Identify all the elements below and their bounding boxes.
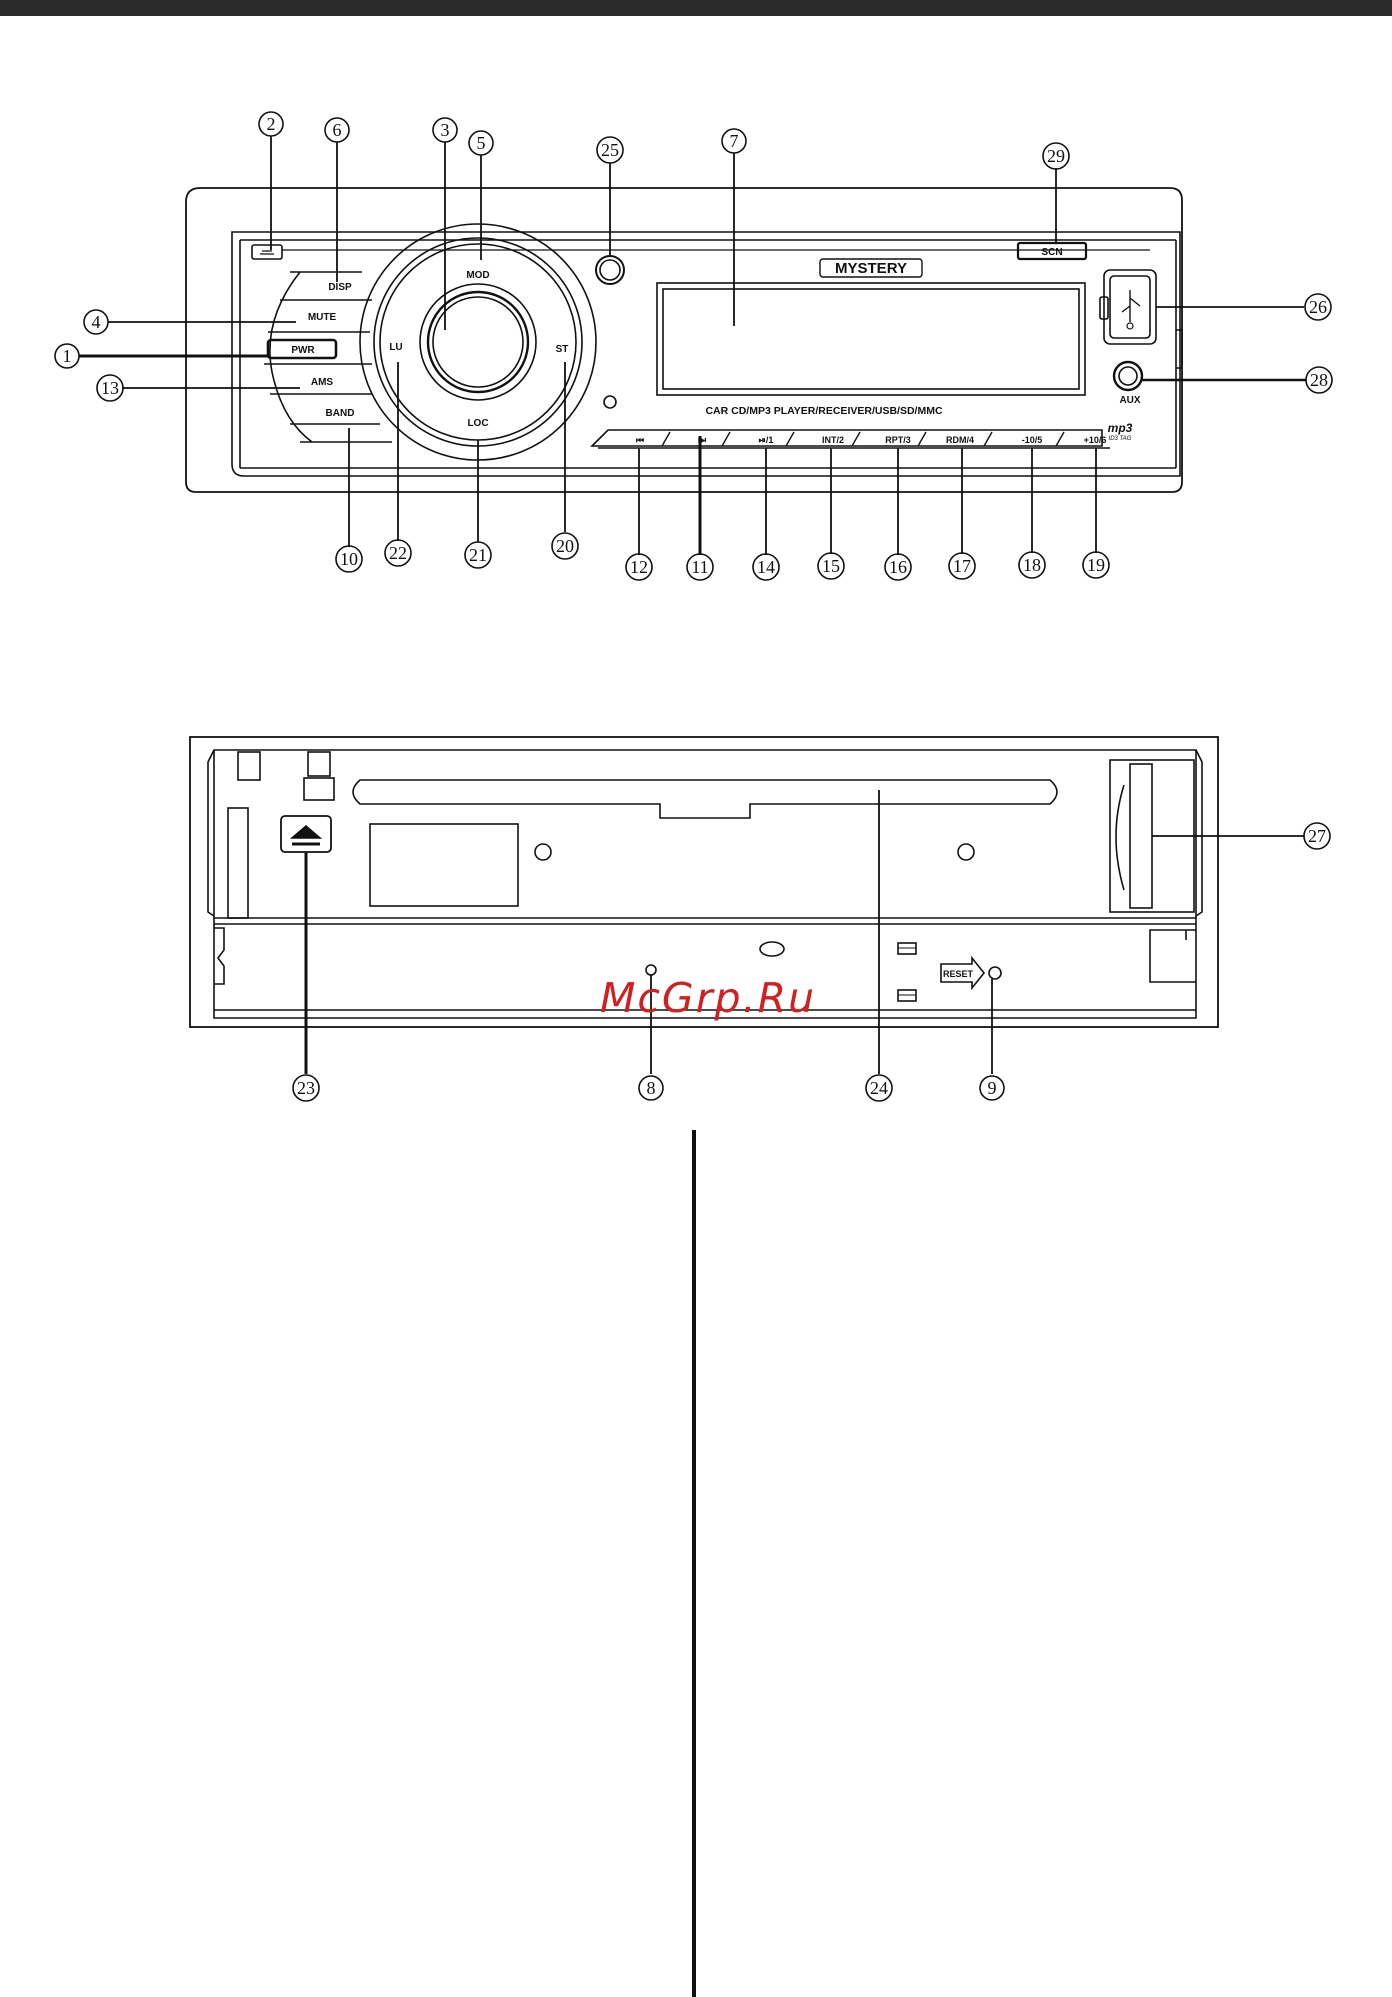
callout-18: 18: [1023, 555, 1041, 575]
prev-track-button[interactable]: ⏮: [636, 435, 644, 445]
callout-11: 11: [691, 557, 708, 577]
callout-17: 17: [953, 556, 971, 576]
callout-20: 20: [556, 536, 574, 556]
callout-3: 3: [441, 120, 450, 140]
reset-label: RESET: [943, 969, 974, 979]
callout-8: 8: [647, 1078, 656, 1098]
lcd-display: [657, 283, 1085, 395]
lu-label[interactable]: LU: [389, 342, 402, 353]
plus-10-button[interactable]: +10/6: [1084, 435, 1107, 445]
rpt-button[interactable]: RPT/3: [885, 435, 911, 445]
callout-7: 7: [730, 131, 739, 151]
callout-29: 29: [1047, 146, 1065, 166]
int-button[interactable]: INT/2: [822, 435, 844, 445]
callout-16: 16: [889, 557, 907, 577]
st-label[interactable]: ST: [556, 344, 569, 355]
callout-26: 26: [1309, 297, 1327, 317]
callout-15: 15: [822, 556, 840, 576]
reset-hole[interactable]: [989, 967, 1001, 979]
callout-24: 24: [870, 1078, 888, 1098]
cd-slot: [353, 780, 1057, 818]
callout-5: 5: [477, 133, 486, 153]
pwr-label[interactable]: PWR: [291, 345, 315, 356]
play-pause-button[interactable]: ⏯/1: [759, 435, 774, 445]
callout-23: 23: [297, 1078, 315, 1098]
column-divider: [692, 1130, 696, 1997]
band-label[interactable]: BAND: [326, 408, 355, 419]
brand-logo-text: MYSTERY: [835, 260, 907, 277]
callout-1: 1: [63, 346, 72, 366]
callout-circles: [55, 112, 1332, 1101]
id3-badge: ID3 TAG: [1109, 436, 1132, 442]
callout-28: 28: [1310, 370, 1328, 390]
callout-4: 4: [92, 312, 101, 332]
callout-10: 10: [340, 549, 358, 569]
disp-label[interactable]: DISP: [328, 282, 352, 293]
scn-label: SCN: [1041, 247, 1062, 258]
minus-10-button[interactable]: -10/5: [1022, 435, 1043, 445]
model-text: CAR CD/MP3 PLAYER/RECEIVER/USB/SD/MMC: [705, 405, 942, 417]
callout-19: 19: [1087, 555, 1105, 575]
front-panel: [186, 188, 1182, 492]
callout-22: 22: [389, 543, 407, 563]
callout-6: 6: [333, 120, 342, 140]
mute-label[interactable]: MUTE: [308, 312, 337, 323]
mod-label[interactable]: MOD: [466, 270, 489, 281]
volume-knob[interactable]: [428, 292, 528, 392]
callout-14: 14: [757, 557, 775, 577]
loc-label[interactable]: LOC: [467, 418, 488, 429]
callout-12: 12: [630, 557, 648, 577]
rdm-button[interactable]: RDM/4: [946, 435, 974, 445]
mp3-badge: mp3: [1108, 421, 1133, 435]
callout-9: 9: [988, 1078, 997, 1098]
next-track-button[interactable]: ⏭: [698, 435, 707, 445]
watermark: McGrp.Ru: [600, 974, 816, 1022]
indicator-led: [604, 396, 616, 408]
callout-13: 13: [101, 378, 119, 398]
callout-2: 2: [267, 114, 276, 134]
callout-27: 27: [1308, 826, 1326, 846]
callout-25: 25: [601, 140, 619, 160]
aux-label: AUX: [1119, 395, 1140, 406]
open-button[interactable]: [252, 245, 282, 259]
ams-label[interactable]: AMS: [311, 377, 334, 388]
callout-21: 21: [469, 545, 487, 565]
